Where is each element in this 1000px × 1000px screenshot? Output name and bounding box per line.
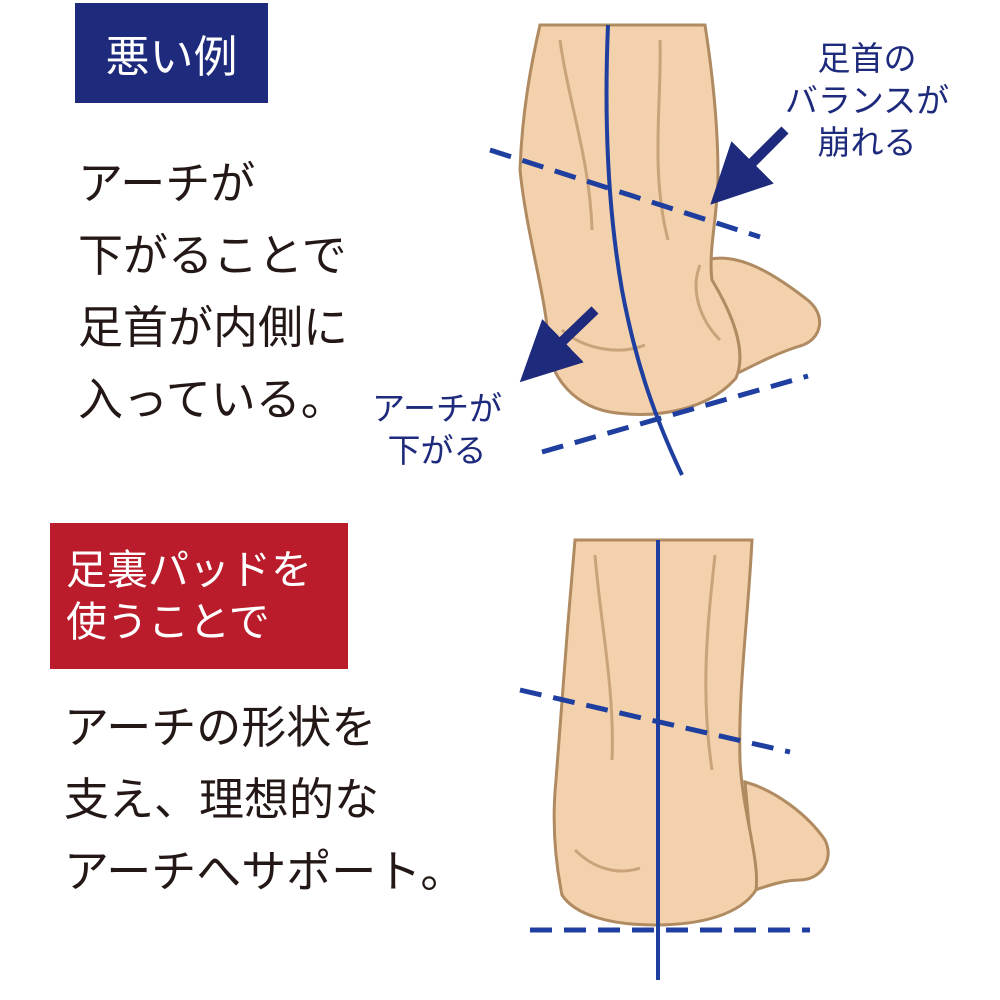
bad-example-description: アーチが 下がることで 足首が内側に 入っている。 [78,148,348,436]
upright-foot-heel-crease [573,848,641,873]
ankle-level-line [519,687,791,755]
upright-foot-tendon-left [593,554,614,761]
upright-foot-toes [743,779,830,893]
ankle-callout-arrow [710,126,789,205]
pad-label-line-1: 足裏パッドを [66,545,312,594]
arch-callout-line-2: 下がる [387,431,487,470]
good-example-description: アーチの形状を 支え、理想的な アーチへサポート。 [64,692,465,908]
good-description-line-2: 支え、理想的な [64,773,380,826]
tilted-foot-tendon-right [656,39,670,241]
ankle-callout-line-1: 足首の [817,39,917,78]
upright-foot-leg-heel [552,538,759,927]
tilted-axis-curve [604,24,684,476]
bad-description-line-4: 入っている。 [78,373,346,426]
heel-tilt-line [541,373,809,455]
ankle-tilt-line [489,147,761,240]
upright-foot-tendon-right [704,554,717,771]
bad-example-label: 悪い例 [75,3,268,103]
bad-example-label-text: 悪い例 [105,32,238,83]
arch-callout-arrow [519,306,599,383]
upright-foot-illustration [552,538,830,927]
tilted-foot-tendon-left [558,39,594,231]
arch-drop-callout: アーチが 下がる [352,388,522,472]
tilted-foot-illustration [518,23,822,416]
good-description-line-1: アーチの形状を [64,701,377,754]
pad-label-line-2: 使うことで [66,598,270,646]
ankle-callout-line-3: 崩れる [817,123,917,162]
ankle-balance-callout: 足首の バランスが 崩れる [762,38,972,164]
good-description-line-3: アーチへサポート。 [64,845,466,898]
bad-description-line-1: アーチが [78,157,256,210]
bad-description-line-2: 下がることで [78,229,347,282]
arch-callout-line-1: アーチが [371,389,503,428]
bad-description-line-3: 足首が内側に [78,301,349,354]
insole-pad-label: 足裏パッドを 使うことで [50,523,348,669]
ankle-callout-line-2: バランスが [784,81,950,120]
tilted-foot-ankle-crease [694,264,722,342]
